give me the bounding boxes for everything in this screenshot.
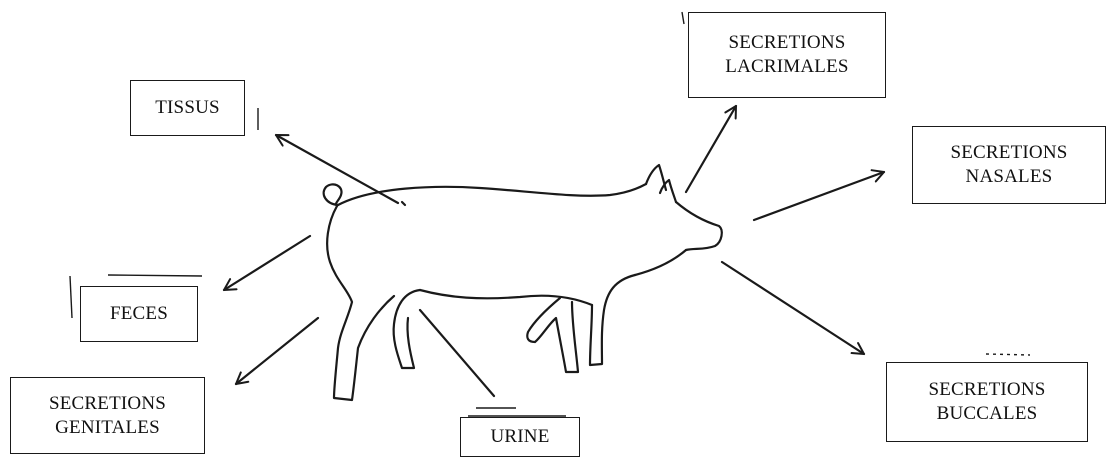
label-tissus: TISSUS bbox=[130, 80, 245, 136]
pig-belly bbox=[420, 290, 592, 305]
pig-ear-right bbox=[660, 180, 676, 202]
label-secretions-nasales: SECRETIONS NASALES bbox=[912, 126, 1106, 204]
label-urine: URINE bbox=[460, 417, 580, 457]
label-secretions-lacrimales: SECRETIONS LACRIMALES bbox=[688, 12, 886, 98]
pig-face bbox=[676, 202, 722, 250]
arrow-to-tissus bbox=[276, 135, 398, 203]
arrow-to-feces bbox=[224, 236, 310, 290]
pig-front-leg-left bbox=[527, 298, 578, 372]
label-secretions-lacrimales-line-1: SECRETIONS bbox=[728, 31, 845, 55]
label-tissus-line-1: TISSUS bbox=[155, 96, 220, 120]
arrow-to-secretions-genitales bbox=[236, 318, 318, 384]
label-secretions-genitales: SECRETIONS GENITALES bbox=[10, 377, 205, 454]
label-feces: FECES bbox=[80, 286, 198, 342]
arrow-to-urine bbox=[420, 310, 494, 396]
label-secretions-lacrimales-line-2: LACRIMALES bbox=[725, 55, 848, 79]
scan-marks bbox=[70, 12, 1030, 416]
pig-hind-leg-near bbox=[394, 290, 420, 368]
pig-tail bbox=[324, 184, 342, 206]
pig-outline bbox=[324, 165, 722, 400]
label-secretions-buccales-line-2: BUCCALES bbox=[937, 402, 1038, 426]
label-secretions-genitales-line-1: SECRETIONS bbox=[49, 392, 166, 416]
label-secretions-buccales: SECRETIONS BUCCALES bbox=[886, 362, 1088, 442]
pig-front-leg-right bbox=[590, 275, 635, 365]
label-secretions-genitales-line-2: GENITALES bbox=[55, 416, 160, 440]
arrow-to-secretions-nasales bbox=[754, 172, 884, 220]
label-secretions-nasales-line-2: NASALES bbox=[966, 165, 1053, 189]
arrows bbox=[224, 106, 884, 396]
arrow-to-secretions-lacrimales bbox=[686, 106, 736, 192]
arrow-to-secretions-buccales bbox=[722, 262, 864, 354]
pig-shoulder-mark bbox=[402, 202, 405, 205]
label-secretions-nasales-line-1: SECRETIONS bbox=[950, 141, 1067, 165]
pig-rump bbox=[327, 206, 394, 400]
label-urine-line-1: URINE bbox=[490, 425, 549, 449]
pig-jaw bbox=[635, 250, 686, 275]
label-secretions-buccales-line-1: SECRETIONS bbox=[928, 378, 1045, 402]
label-feces-line-1: FECES bbox=[110, 302, 168, 326]
